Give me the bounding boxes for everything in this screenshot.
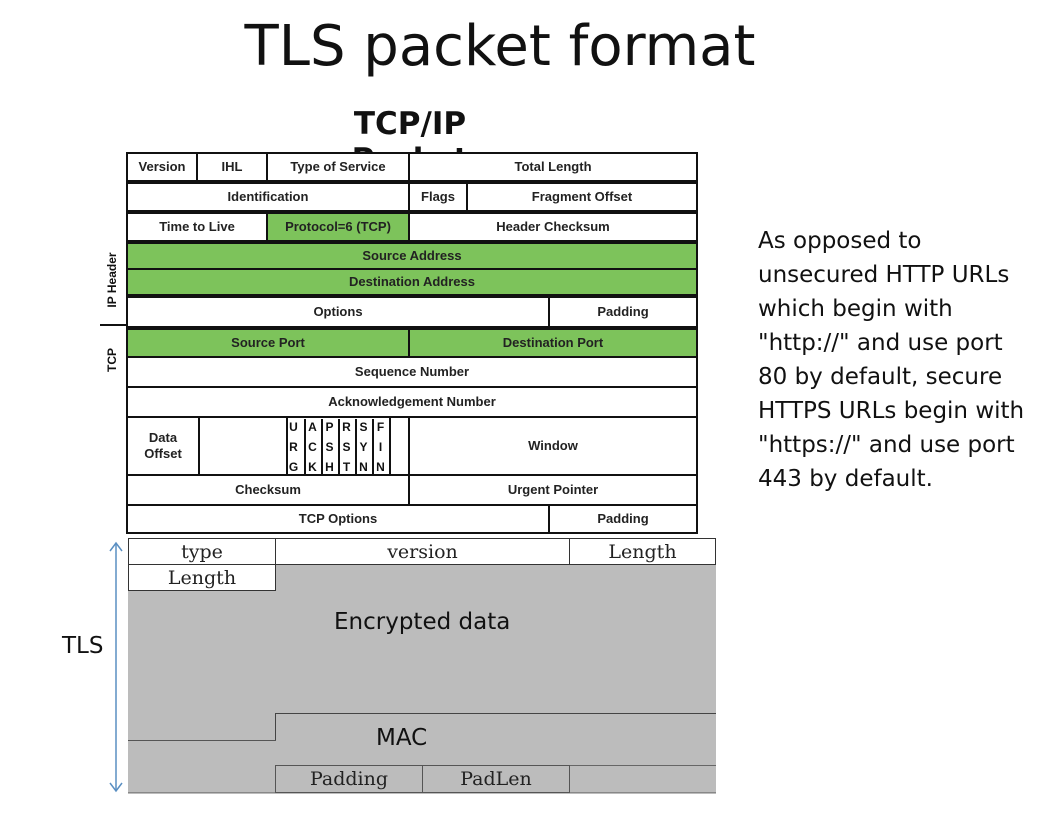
flags-field: Flags xyxy=(408,182,468,212)
data-offset-field: Data Offset xyxy=(126,416,200,476)
tcp-options-field: TCP Options xyxy=(126,504,550,534)
urgent-pointer-field: Urgent Pointer xyxy=(408,474,698,506)
ihl-field: IHL xyxy=(196,152,268,182)
tls-length-field: Length xyxy=(569,538,716,565)
source-port-field: Source Port xyxy=(126,328,410,358)
tls-body-left xyxy=(128,590,276,794)
reserved-field xyxy=(198,416,288,476)
tls-span-arrow xyxy=(109,541,123,793)
left-lower-line xyxy=(128,740,276,741)
flags-divider xyxy=(389,418,391,474)
version-field: Version xyxy=(126,152,198,182)
type-of-service-field: Type of Service xyxy=(266,152,410,182)
ip-options-field: Options xyxy=(126,296,550,328)
fragment-offset-field: Fragment Offset xyxy=(466,182,698,212)
protocol-field: Protocol=6 (TCP) xyxy=(266,212,410,242)
acknowledgement-number-field: Acknowledgement Number xyxy=(126,386,698,418)
window-field: Window xyxy=(408,416,698,476)
tls-version-field: version xyxy=(275,538,570,565)
source-address-field: Source Address xyxy=(126,242,698,270)
side-note: As opposed to unsecured HTTP URLs which … xyxy=(758,228,1025,492)
destination-address-field: Destination Address xyxy=(126,268,698,296)
checksum-field: Checksum xyxy=(126,474,410,506)
mac-left-edge xyxy=(275,713,276,741)
header-checksum-field: Header Checksum xyxy=(408,212,698,242)
total-length-field: Total Length xyxy=(408,152,698,182)
tcp-label: TCP xyxy=(105,348,119,372)
mac-label: MAC xyxy=(376,725,428,751)
mac-top-edge xyxy=(275,713,716,714)
time-to-live-field: Time to Live xyxy=(126,212,268,242)
section-divider xyxy=(100,324,126,326)
ip-padding-field: Padding xyxy=(548,296,698,328)
tls-padding-field: Padding xyxy=(275,765,423,793)
page-title: TLS packet format xyxy=(244,14,756,79)
encrypted-data-label: Encrypted data xyxy=(334,609,511,635)
identification-field: Identification xyxy=(126,182,410,212)
tls-type-field: type xyxy=(128,538,276,565)
tls-padlen-field: PadLen xyxy=(422,765,570,793)
tls-length-field-2: Length xyxy=(128,564,276,591)
sequence-number-field: Sequence Number xyxy=(126,356,698,388)
ip-header-label: IP Header xyxy=(105,252,119,308)
destination-port-field: Destination Port xyxy=(408,328,698,358)
tcp-padding-field: Padding xyxy=(548,504,698,534)
tls-label: TLS xyxy=(62,633,104,659)
